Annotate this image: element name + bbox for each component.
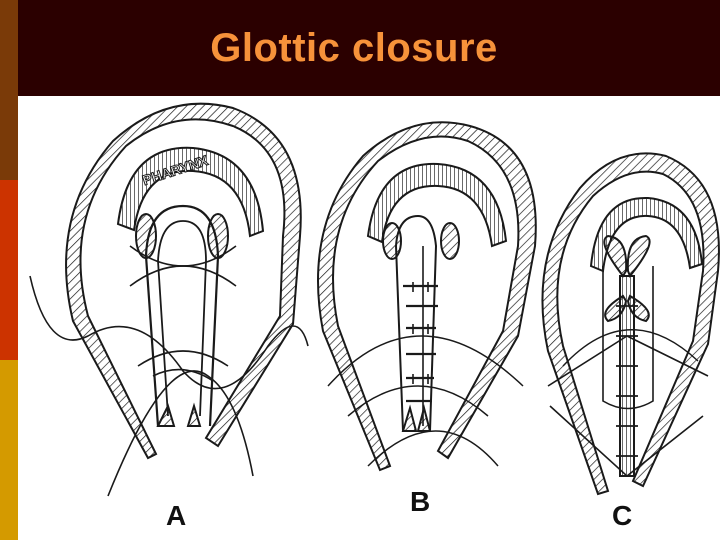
panel-b-drawing [317, 121, 537, 472]
title-header: Glottic closure [18, 0, 720, 96]
side-bar-top [0, 0, 18, 180]
panel-label-c: C [612, 500, 633, 531]
side-color-bar [0, 0, 18, 540]
panel-c-drawing [541, 152, 720, 496]
panel-a-drawing: PHARYNX [29, 102, 309, 497]
panel-label-a: A [166, 500, 187, 531]
side-bar-middle [0, 180, 18, 360]
glottic-closure-figure: PHARYNX [18, 96, 720, 540]
panel-label-b: B [410, 486, 431, 517]
side-bar-bottom [0, 360, 18, 540]
figure-svg: PHARYNX [29, 102, 720, 497]
slide-title: Glottic closure [210, 25, 498, 70]
